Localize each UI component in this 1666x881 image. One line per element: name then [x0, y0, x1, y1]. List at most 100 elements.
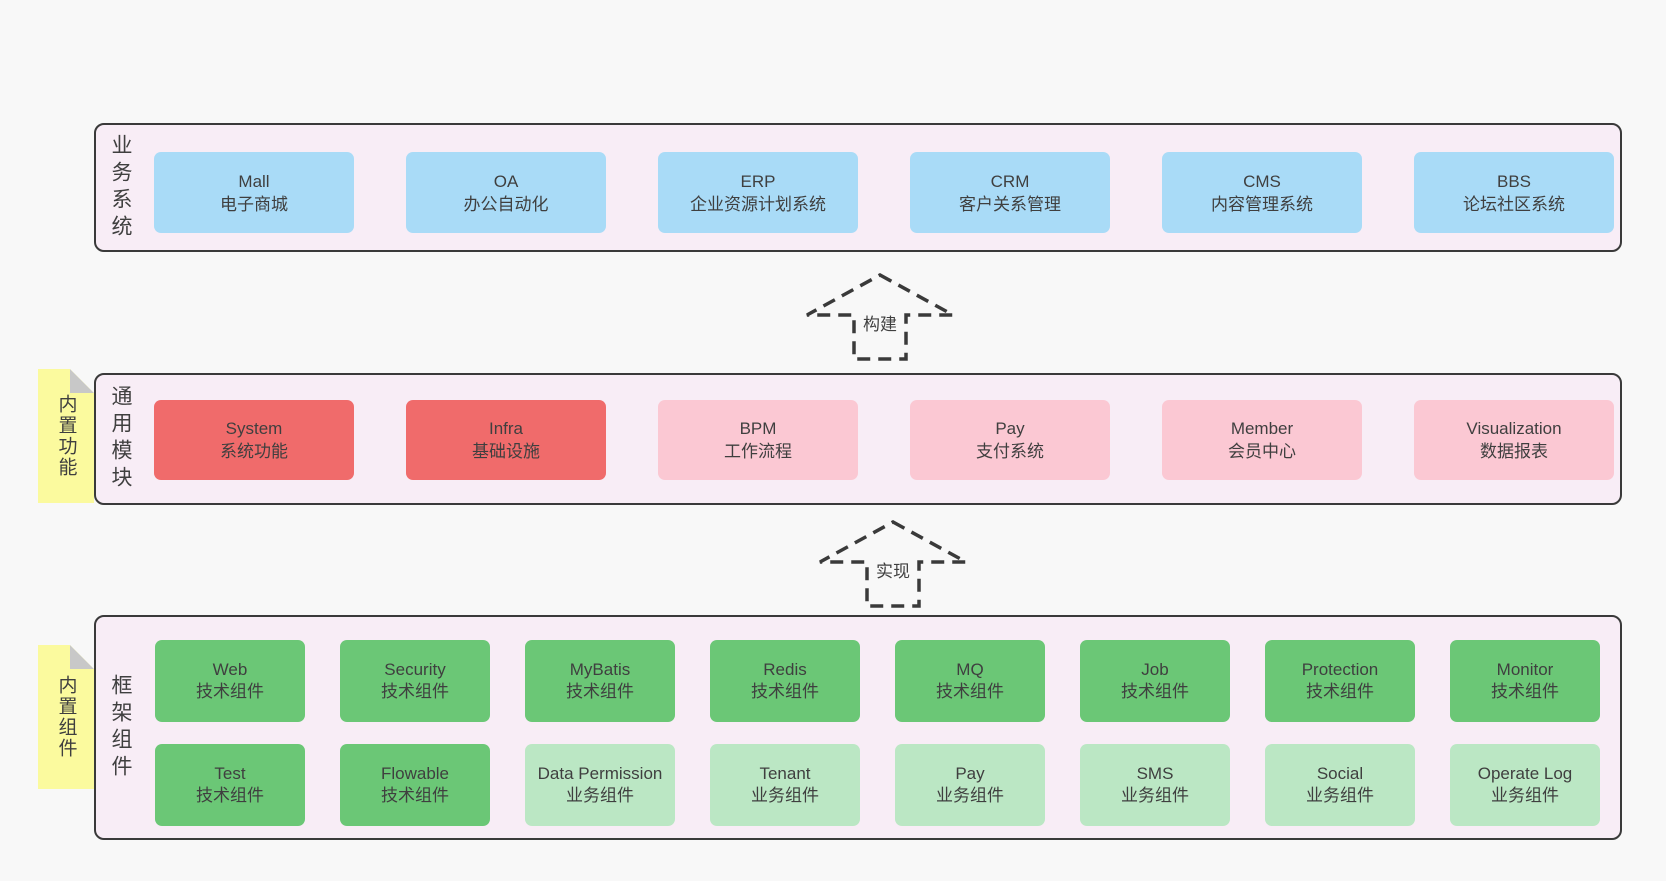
panel-side-label: 框架组件: [109, 673, 132, 782]
box-flowable: Flowable 技术组件: [340, 744, 490, 826]
box-security: Security 技术组件: [340, 640, 490, 722]
sticky-label: 内置功能: [55, 394, 77, 478]
arrow-implement: 实现: [817, 519, 969, 609]
box-subtitle: 业务组件: [1306, 786, 1374, 805]
sticky-note-builtin-components: 内置组件: [38, 645, 94, 789]
box-subtitle: 技术组件: [381, 682, 449, 701]
box-title: OA: [493, 171, 519, 191]
box-erp: ERP 企业资源计划系统: [658, 152, 858, 233]
box-title: Job: [1141, 660, 1169, 679]
box-title: Data Permission: [537, 764, 663, 783]
components-box-row-1: Web 技术组件 Security 技术组件 MyBatis 技术组件 Redi…: [155, 640, 1600, 722]
panel-side-label: 业务系统: [109, 133, 132, 242]
box-subtitle: 客户关系管理: [959, 194, 1061, 214]
panel-side-label: 通用模块: [109, 385, 132, 493]
box-test: Test 技术组件: [155, 744, 305, 826]
panel-framework-components: 框架组件 Web 技术组件 Security 技术组件 MyBatis 技术组件…: [94, 615, 1622, 840]
box-redis: Redis 技术组件: [710, 640, 860, 722]
box-title: MyBatis: [569, 660, 631, 679]
box-cms: CMS 内容管理系统: [1162, 152, 1362, 233]
box-title: System: [225, 419, 283, 438]
box-title: BPM: [739, 419, 777, 438]
box-mall: Mall 电子商城: [154, 152, 354, 233]
box-subtitle: 办公自动化: [463, 194, 549, 214]
box-oa: OA 办公自动化: [406, 152, 606, 233]
box-title: Infra: [488, 419, 524, 438]
box-subtitle: 技术组件: [196, 682, 264, 701]
box-system: System 系统功能: [154, 400, 354, 480]
box-subtitle: 技术组件: [1306, 682, 1374, 701]
box-title: Monitor: [1496, 660, 1554, 679]
box-title: CRM: [990, 171, 1030, 191]
arrow-build: 构建: [804, 272, 956, 362]
box-mybatis: MyBatis 技术组件: [525, 640, 675, 722]
box-title: Security: [384, 660, 446, 679]
box-subtitle: 电子商城: [220, 194, 288, 214]
business-box-row: Mall 电子商城 OA 办公自动化 ERP 企业资源计划系统 CRM 客户关系…: [154, 152, 1614, 233]
box-subtitle: 工作流程: [724, 442, 792, 461]
box-subtitle: 基础设施: [472, 442, 540, 461]
box-title: BBS: [1496, 171, 1532, 191]
arrow-build-label: 构建: [859, 310, 901, 335]
box-subtitle: 论坛社区系统: [1463, 194, 1565, 214]
box-title: Test: [214, 764, 246, 783]
box-subtitle: 业务组件: [751, 786, 819, 805]
box-subtitle: 数据报表: [1480, 442, 1548, 461]
panel-common-modules: 通用模块 System 系统功能 Infra 基础设施 BPM 工作流程 Pay…: [94, 373, 1622, 505]
box-mq: MQ 技术组件: [895, 640, 1045, 722]
box-subtitle: 支付系统: [976, 442, 1044, 461]
box-subtitle: 业务组件: [1491, 786, 1559, 805]
box-pay-component: Pay 业务组件: [895, 744, 1045, 826]
box-subtitle: 技术组件: [566, 682, 634, 701]
box-subtitle: 技术组件: [1121, 682, 1189, 701]
box-title: Protection: [1301, 660, 1379, 679]
box-pay-module: Pay 支付系统: [910, 400, 1110, 480]
box-subtitle: 会员中心: [1228, 442, 1296, 461]
box-web: Web 技术组件: [155, 640, 305, 722]
box-title: Flowable: [380, 764, 450, 783]
box-bbs: BBS 论坛社区系统: [1414, 152, 1614, 233]
box-subtitle: 技术组件: [196, 786, 264, 805]
box-subtitle: 技术组件: [936, 682, 1004, 701]
box-data-permission: Data Permission 业务组件: [525, 744, 675, 826]
folded-corner-icon: [70, 369, 94, 393]
box-sms: SMS 业务组件: [1080, 744, 1230, 826]
box-job: Job 技术组件: [1080, 640, 1230, 722]
box-protection: Protection 技术组件: [1265, 640, 1415, 722]
components-box-row-2: Test 技术组件 Flowable 技术组件 Data Permission …: [155, 744, 1600, 826]
sticky-label: 内置组件: [55, 675, 77, 759]
panel-business-systems: 业务系统 Mall 电子商城 OA 办公自动化 ERP 企业资源计划系统 CRM…: [94, 123, 1622, 252]
box-subtitle: 技术组件: [381, 786, 449, 805]
box-social: Social 业务组件: [1265, 744, 1415, 826]
up-arrow-icon: [806, 273, 954, 361]
box-crm: CRM 客户关系管理: [910, 152, 1110, 233]
box-subtitle: 系统功能: [220, 442, 288, 461]
box-title: Operate Log: [1477, 764, 1573, 783]
modules-box-row: System 系统功能 Infra 基础设施 BPM 工作流程 Pay 支付系统…: [154, 400, 1614, 480]
sticky-note-builtin-features: 内置功能: [38, 369, 94, 503]
box-title: Visualization: [1466, 419, 1562, 438]
box-title: Pay: [995, 419, 1025, 438]
box-title: Social: [1316, 764, 1364, 783]
box-title: Pay: [955, 764, 985, 783]
box-title: SMS: [1136, 764, 1174, 783]
box-title: Web: [212, 660, 248, 679]
box-monitor: Monitor 技术组件: [1450, 640, 1600, 722]
box-member: Member 会员中心: [1162, 400, 1362, 480]
box-subtitle: 技术组件: [1491, 682, 1559, 701]
box-subtitle: 业务组件: [566, 786, 634, 805]
box-title: Member: [1230, 419, 1294, 438]
box-subtitle: 企业资源计划系统: [690, 194, 826, 214]
box-visualization: Visualization 数据报表: [1414, 400, 1614, 480]
box-title: Mall: [238, 171, 270, 191]
box-title: ERP: [740, 171, 776, 191]
box-infra: Infra 基础设施: [406, 400, 606, 480]
box-title: CMS: [1243, 171, 1281, 191]
box-bpm: BPM 工作流程: [658, 400, 858, 480]
box-title: Tenant: [759, 764, 811, 783]
arrow-implement-label: 实现: [872, 557, 914, 582]
box-subtitle: 技术组件: [751, 682, 819, 701]
up-arrow-icon: [819, 520, 967, 608]
box-subtitle: 内容管理系统: [1211, 194, 1313, 214]
